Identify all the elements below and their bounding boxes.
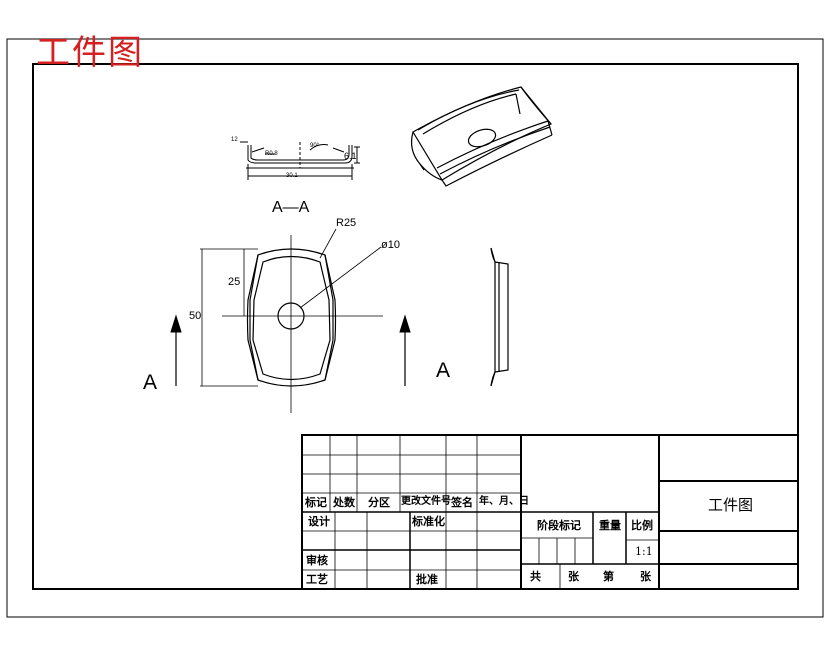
tb-part-name: 工件图 — [708, 496, 754, 514]
sheet-border — [6, 38, 824, 618]
tb-mark: 标记 — [305, 496, 327, 509]
section-arrow-left — [170, 314, 182, 386]
tb-nth: 第 — [603, 570, 614, 583]
dim-r25: R25 — [336, 217, 357, 229]
dim-d10: ø10 — [381, 239, 400, 251]
tb-total: 共 — [530, 570, 541, 583]
arrow-left-label: A — [143, 371, 158, 394]
tb-sheet1: 张 — [568, 570, 579, 583]
dim-25: 25 — [228, 276, 241, 288]
dim-90: 90° — [310, 143, 320, 149]
tb-sheet2: 张 — [640, 570, 651, 583]
isometric-view — [410, 86, 553, 187]
dim-50: 50 — [189, 310, 202, 322]
dim-width: 30.1 — [286, 173, 298, 179]
side-view — [490, 247, 509, 387]
tb-review: 审核 — [306, 554, 328, 567]
top-section-view — [240, 141, 360, 180]
tb-design: 设计 — [308, 515, 330, 528]
drawing-frame — [32, 63, 799, 590]
dim-r08: R0.8 — [265, 151, 278, 157]
drawing-title: 工件图 — [36, 33, 144, 73]
tb-ratio: 比例 — [631, 519, 653, 532]
tb-sign: 签名 — [451, 496, 473, 509]
tb-date: 年、月、日 — [479, 496, 529, 507]
arrow-right-label: A — [436, 359, 451, 382]
front-view — [200, 228, 383, 413]
tb-standard: 标准化 — [412, 515, 445, 528]
tb-count: 处数 — [333, 496, 355, 509]
tb-weight: 重量 — [599, 519, 621, 532]
tb-stage-mark: 阶段标记 — [537, 519, 581, 532]
dim-12: 12 — [231, 137, 238, 143]
title-block — [301, 434, 799, 590]
tb-process: 工艺 — [306, 573, 328, 586]
section-label: A—A — [272, 199, 310, 216]
tb-scale: 1:1 — [635, 545, 653, 558]
dim-6-1: 6.1 — [344, 151, 357, 161]
tb-zone: 分区 — [368, 496, 390, 509]
tb-approve: 批准 — [416, 573, 438, 586]
section-arrow-right — [399, 314, 411, 386]
tb-change-doc: 更改文件号 — [401, 496, 451, 507]
